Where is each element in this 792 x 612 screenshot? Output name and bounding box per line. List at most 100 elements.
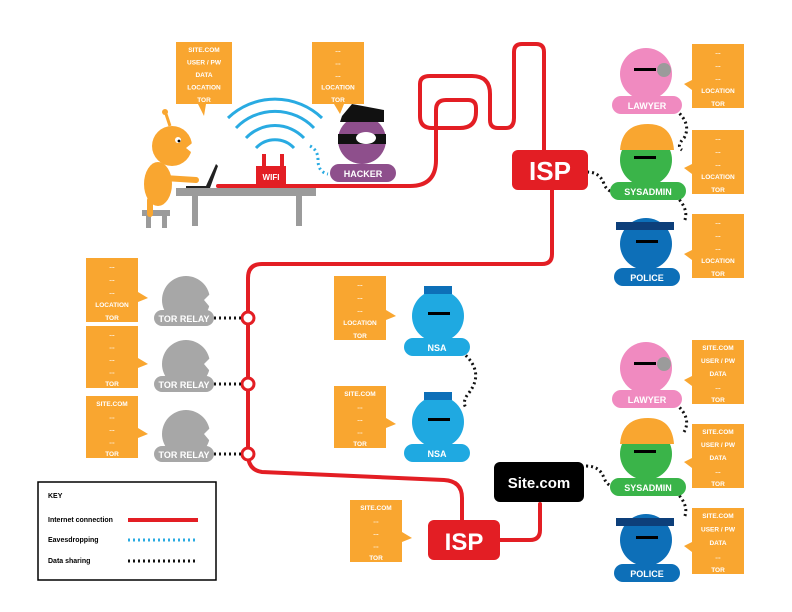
note-line: TOR <box>353 441 367 448</box>
sysadmin-bottom-figure: SYSADMIN <box>610 418 686 496</box>
lawyer-top-figure: LAWYER <box>612 48 682 114</box>
note-line: TOR <box>105 451 119 458</box>
note-bubble-tor-2: ............TOR <box>86 326 148 388</box>
note-line: ... <box>715 49 721 56</box>
isp-top: ISP <box>512 150 588 190</box>
note-line: ... <box>109 414 115 421</box>
user-head <box>152 126 192 166</box>
note-line: DATA <box>709 371 726 378</box>
note-line: TOR <box>711 397 725 404</box>
note-line: LOCATION <box>701 174 735 181</box>
note-line: TOR <box>711 271 725 278</box>
notes-layer: SITE.COM USER / PW DATA LOCATION TOR........… <box>86 42 744 574</box>
note-line: LOCATION <box>343 320 377 327</box>
note-line: ... <box>357 416 363 423</box>
tor-relay-3-label: TOR RELAY <box>158 450 209 460</box>
note-line: ... <box>357 307 363 314</box>
note-line: ... <box>335 60 341 67</box>
internet-line-user-isp <box>216 42 546 188</box>
key-internet-label: Internet connection <box>48 517 113 524</box>
note-line: SITE.COM <box>702 345 733 352</box>
note-line: ... <box>715 245 721 252</box>
note-line: ... <box>109 439 115 446</box>
note-line: ... <box>715 148 721 155</box>
internet-line-isp-tor <box>246 188 554 522</box>
note-line: SITE.COM <box>188 47 219 54</box>
note-line: ... <box>109 369 115 376</box>
note-line: DATA <box>195 72 212 79</box>
note-line: TOR <box>711 101 725 108</box>
internet-connection-lines <box>216 42 554 542</box>
note-line: ... <box>335 47 341 54</box>
nsa-bottom-label: NSA <box>427 449 447 459</box>
note-line: DATA <box>709 455 726 462</box>
note-line: ... <box>715 554 721 561</box>
lawyer-bottom-label: LAWYER <box>628 395 667 405</box>
tor-relay-2: TOR RELAY <box>154 340 214 392</box>
note-line: USER / PW <box>701 358 736 365</box>
internet-line-isp-site <box>498 502 542 542</box>
note-line: LOCATION <box>701 258 735 265</box>
note-line: TOR <box>105 315 119 322</box>
key-eavesdrop-label: Eavesdropping <box>48 537 99 544</box>
police-top-label: POLICE <box>630 273 664 283</box>
nsa-top-label: NSA <box>427 343 447 353</box>
hacker-tag <box>330 164 396 182</box>
tor-relay-1: TOR RELAY <box>154 276 214 326</box>
note-line: ... <box>373 543 379 550</box>
note-line: TOR <box>369 555 383 562</box>
wifi-router: WIFI <box>256 154 286 186</box>
desk-top <box>176 188 316 196</box>
note-line: ... <box>109 426 115 433</box>
tor-relay-3: TOR RELAY <box>154 410 214 462</box>
site-node: Site.com <box>494 462 584 502</box>
note-line: ... <box>109 289 115 296</box>
sysadmin-top-figure: SYSADMIN <box>610 124 686 200</box>
sysadmin-bottom-label: SYSADMIN <box>624 483 672 493</box>
user-figure <box>142 109 316 228</box>
note-line: TOR <box>353 333 367 340</box>
note-line: ... <box>715 219 721 226</box>
note-line: SITE.COM <box>702 513 733 520</box>
note-line: TOR <box>197 97 211 104</box>
relay-nodes <box>240 310 256 462</box>
note-line: SITE.COM <box>344 391 375 398</box>
tor-relay-2-label: TOR RELAY <box>158 380 209 390</box>
relay-node-2 <box>240 376 256 392</box>
wifi-icon <box>226 97 324 150</box>
note-line: TOR <box>105 381 119 388</box>
isp-top-label: ISP <box>529 156 571 186</box>
eavesdrop-line-hacker <box>309 144 329 176</box>
note-line: ... <box>715 468 721 475</box>
note-line: TOR <box>331 97 345 104</box>
police-bottom-figure: POLICE <box>614 514 680 582</box>
police-top-figure: POLICE <box>614 218 680 286</box>
note-line: ... <box>335 72 341 79</box>
note-line: ... <box>109 344 115 351</box>
key-sharing-label: Data sharing <box>48 558 90 565</box>
note-line: USER / PW <box>187 60 222 67</box>
note-line: TOR <box>711 481 725 488</box>
note-bubble-nsa-bottom: SITE.COM.........TOR <box>334 386 396 448</box>
note-bubble-isp-bottom: SITE.COM.........TOR <box>350 500 412 562</box>
note-line: USER / PW <box>701 527 736 534</box>
stool <box>142 210 170 216</box>
note-line: ... <box>715 62 721 69</box>
site-label: Site.com <box>508 475 571 492</box>
isp-bottom-label: ISP <box>445 529 484 556</box>
lawyer-top-label: LAWYER <box>628 101 667 111</box>
police-bottom-label: POLICE <box>630 569 664 579</box>
lawyer-bottom-figure: LAWYER <box>612 342 682 408</box>
wifi-label: WIFI <box>263 173 280 182</box>
desk-leg-left <box>192 196 198 226</box>
note-line: ... <box>109 356 115 363</box>
note-line: ... <box>357 429 363 436</box>
